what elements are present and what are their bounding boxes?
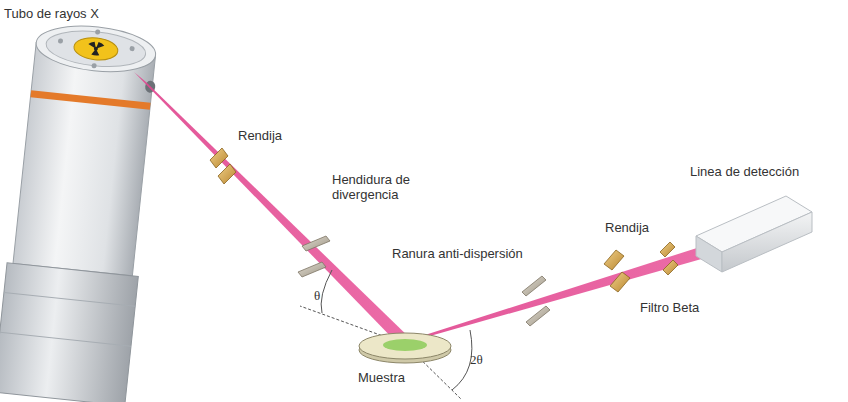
sample-label: Muestra (358, 370, 405, 385)
component-label: Filtro Beta (640, 300, 699, 315)
two-theta-arc (452, 330, 472, 390)
radiation-trefoil (87, 41, 104, 56)
diffracted-beam (400, 247, 705, 343)
beta-filter-symbol (660, 242, 678, 275)
component-label: Tubo de rayos X (4, 6, 99, 21)
tube-screw (129, 46, 134, 51)
component-label: Rendija (605, 220, 649, 235)
angle-label: θ (314, 288, 320, 303)
component-label: Hendidura de divergencia (332, 172, 428, 202)
tube-base (0, 263, 138, 402)
theta-arc (321, 270, 332, 313)
tube-screw (58, 38, 63, 43)
tube-screw (91, 63, 96, 68)
radiation-badge (73, 36, 119, 62)
tube-base-lines (0, 293, 135, 347)
receiving-slit-symbol (604, 250, 630, 292)
tube-screw (95, 29, 100, 34)
sample-powder (383, 339, 427, 351)
anti-scatter-slit-symbol (522, 276, 550, 326)
component-label: Rendija (238, 128, 282, 143)
slit-symbol (210, 148, 236, 184)
tube-body (13, 43, 156, 276)
tube-top (34, 21, 158, 77)
tube-ring (30, 90, 150, 110)
sample-holder (359, 333, 451, 363)
angle-label: 2θ (470, 352, 483, 367)
divergence-slit-symbol (298, 236, 330, 277)
line-detector (696, 196, 812, 272)
component-label: Linea de detección (690, 164, 799, 179)
component-label: Ranura anti-dispersión (392, 246, 523, 261)
incident-beam (134, 72, 414, 346)
tube-top-inner (44, 27, 147, 71)
